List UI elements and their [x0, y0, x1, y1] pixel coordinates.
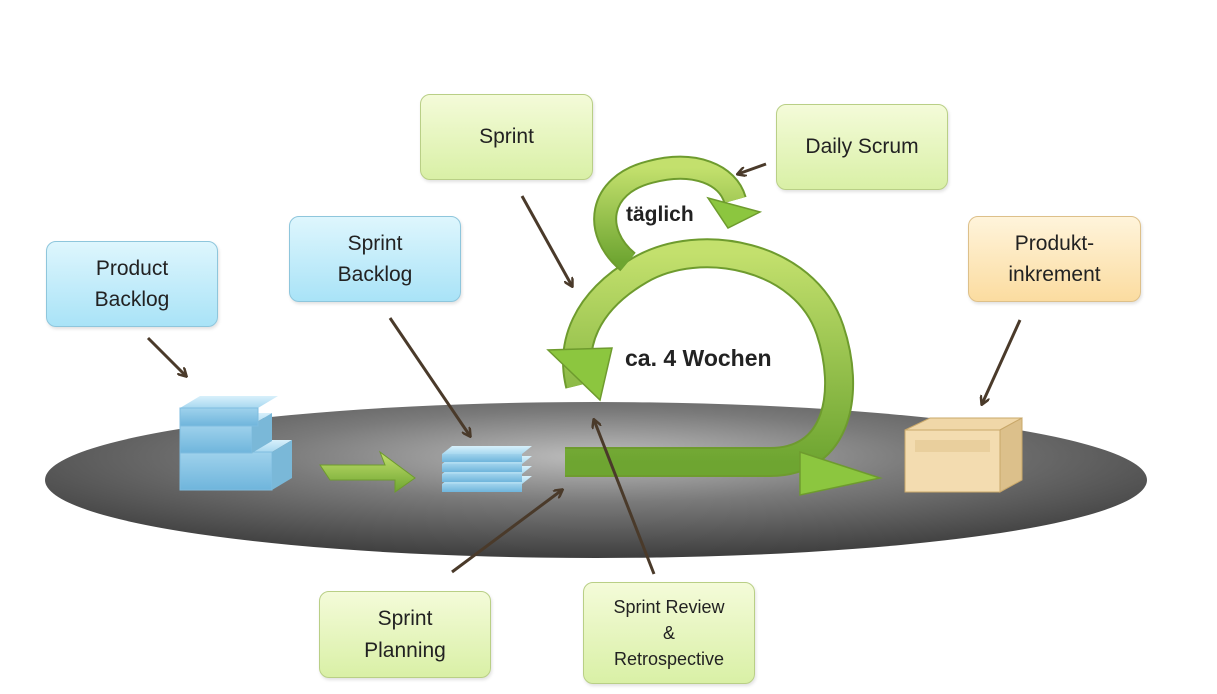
flow-arrow-small — [319, 450, 416, 493]
sprint-review-line2: & — [662, 622, 675, 643]
produktinkrement-line1: Produkt- — [1014, 231, 1095, 255]
sprint-backlog-stack — [442, 446, 532, 492]
product-backlog-stack — [179, 396, 292, 491]
sprint-backlog-line2: Backlog — [337, 263, 413, 286]
sprint-planning-label-box: Sprint Planning — [319, 591, 491, 678]
sprint-cycle-label: ca. 4 Wochen — [625, 345, 772, 371]
sprint-label-box: Sprint — [420, 94, 593, 180]
sprint-planning-line1: Sprint — [377, 607, 433, 630]
sprint-planning-line2: Planning — [364, 638, 446, 662]
sprint-label: Sprint — [479, 125, 534, 149]
sprint-review-line3: Retrospective — [613, 649, 725, 670]
produktinkrement-line2: inkrement — [1008, 263, 1101, 286]
product-backlog-line2: Backlog — [94, 288, 170, 311]
pointer-arrows — [146, 162, 1022, 575]
sprint-review-line1: Sprint Review — [613, 596, 725, 617]
sprint-cycle-arrow — [546, 238, 883, 496]
daily-cycle-arrow — [593, 155, 763, 272]
daily-cycle-label: täglich — [626, 203, 694, 226]
daily-scrum-label-box: Daily Scrum — [776, 104, 948, 190]
product-increment-box-icon — [904, 417, 1023, 493]
platform-ellipse — [45, 402, 1147, 558]
sprint-review-label-box: Sprint Review & Retrospective — [583, 582, 755, 684]
sprint-backlog-line1: Sprint — [347, 231, 403, 255]
product-backlog-label-box: Product Backlog — [46, 241, 218, 327]
sprint-backlog-label-box: Sprint Backlog — [289, 216, 461, 302]
product-backlog-line1: Product — [95, 256, 169, 280]
daily-scrum-label: Daily Scrum — [805, 135, 919, 159]
produktinkrement-label-box: Produkt- inkrement — [968, 216, 1141, 302]
